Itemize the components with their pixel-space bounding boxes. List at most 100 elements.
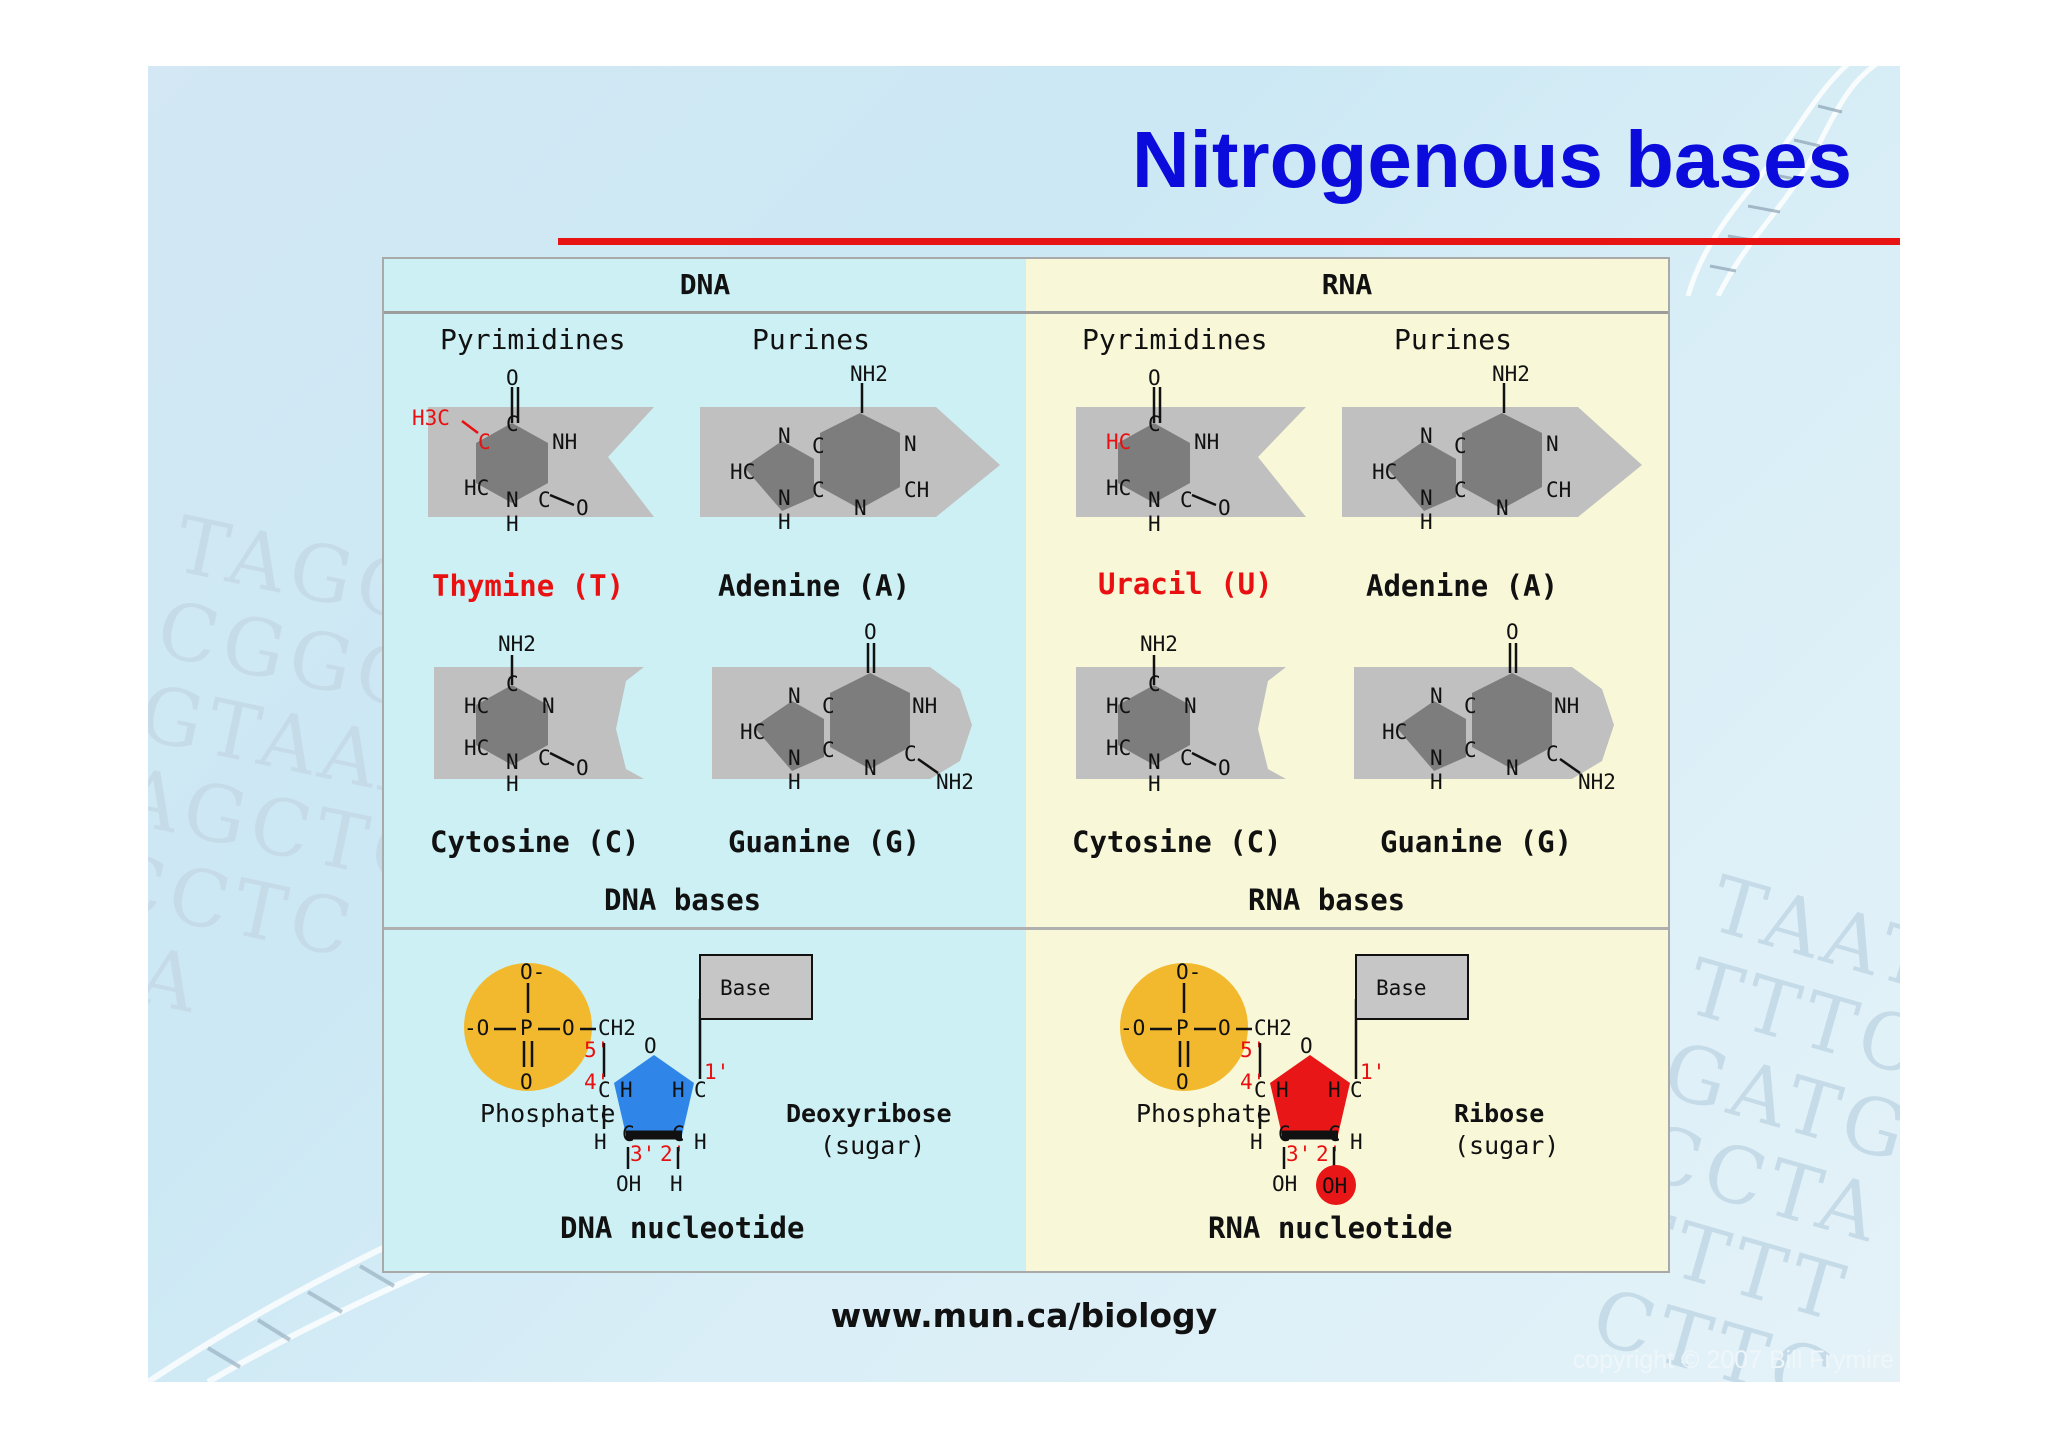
thymine-structure: O C NH C O N H HC C H3C bbox=[412, 366, 654, 536]
dna-bases-caption: DNA bases bbox=[604, 883, 762, 917]
svg-text:H: H bbox=[1420, 510, 1433, 534]
dna-adenine-label: Adenine (A) bbox=[718, 569, 911, 603]
svg-text:4': 4' bbox=[584, 1070, 609, 1094]
svg-text:C: C bbox=[538, 488, 551, 512]
dna-guanine-label: Guanine (G) bbox=[728, 825, 921, 859]
rna-purines-label: Purines bbox=[1394, 323, 1513, 356]
svg-text:C: C bbox=[622, 1122, 635, 1146]
svg-text:C: C bbox=[506, 672, 519, 696]
svg-text:C: C bbox=[822, 694, 835, 718]
slide-title: Nitrogenous bases bbox=[1131, 115, 1852, 204]
title-underline bbox=[558, 238, 1900, 245]
svg-text:-O: -O bbox=[464, 1016, 489, 1040]
svg-text:NH2: NH2 bbox=[498, 632, 536, 656]
svg-text:NH2: NH2 bbox=[1578, 770, 1616, 794]
svg-text:NH: NH bbox=[1194, 430, 1219, 454]
svg-text:C: C bbox=[1278, 1122, 1291, 1146]
svg-text:C: C bbox=[672, 1122, 685, 1146]
svg-text:H: H bbox=[1350, 1130, 1363, 1154]
svg-text:NH: NH bbox=[912, 694, 937, 718]
svg-text:Base: Base bbox=[1376, 976, 1427, 1000]
svg-text:N: N bbox=[506, 750, 519, 774]
svg-text:1': 1' bbox=[1360, 1060, 1385, 1084]
slide: TAGCT CGGGG GTAAAA AGCTC CCTC TA TAAT TT… bbox=[148, 66, 1900, 1382]
svg-text:2': 2' bbox=[1316, 1142, 1341, 1166]
svg-text:HC: HC bbox=[740, 720, 765, 744]
svg-text:C: C bbox=[1180, 746, 1193, 770]
svg-text:H: H bbox=[1276, 1078, 1289, 1102]
svg-text:C: C bbox=[1148, 672, 1161, 696]
svg-text:NH2: NH2 bbox=[1492, 362, 1530, 386]
svg-text:H: H bbox=[1148, 772, 1161, 796]
svg-text:O-: O- bbox=[520, 960, 545, 984]
rna-guanine-label: Guanine (G) bbox=[1380, 825, 1573, 859]
svg-text:N: N bbox=[542, 694, 555, 718]
svg-text:C: C bbox=[822, 738, 835, 762]
svg-text:CH: CH bbox=[904, 478, 929, 502]
svg-text:O: O bbox=[506, 366, 519, 390]
svg-text:C: C bbox=[812, 434, 825, 458]
svg-text:HC: HC bbox=[464, 736, 489, 760]
svg-text:H: H bbox=[506, 772, 519, 796]
copyright-watermark: copyright © 2007 Bill Frymire bbox=[1572, 1346, 1894, 1374]
svg-text:C: C bbox=[1546, 742, 1559, 766]
svg-text:NH2: NH2 bbox=[1140, 632, 1178, 656]
dna-cytosine-label: Cytosine (C) bbox=[430, 825, 640, 859]
rna-bases-caption: RNA bases bbox=[1248, 883, 1406, 917]
svg-text:4': 4' bbox=[1240, 1070, 1265, 1094]
dna-header: DNA bbox=[384, 259, 1026, 314]
svg-text:N: N bbox=[1496, 496, 1509, 520]
svg-text:N: N bbox=[854, 496, 867, 520]
thymine-label: Thymine (T) bbox=[432, 569, 625, 603]
svg-text:C: C bbox=[694, 1078, 707, 1102]
svg-text:H: H bbox=[594, 1130, 607, 1154]
svg-text:H: H bbox=[672, 1078, 685, 1102]
svg-text:5': 5' bbox=[584, 1038, 609, 1062]
rna-sugar-note: (sugar) bbox=[1454, 1131, 1560, 1160]
svg-text:H3C: H3C bbox=[412, 406, 450, 430]
svg-text:NH: NH bbox=[1554, 694, 1579, 718]
svg-text:C: C bbox=[538, 746, 551, 770]
svg-text:N: N bbox=[788, 684, 801, 708]
svg-text:N: N bbox=[1184, 694, 1197, 718]
svg-text:HC: HC bbox=[1106, 430, 1131, 454]
svg-text:N: N bbox=[1506, 756, 1519, 780]
svg-text:P: P bbox=[520, 1016, 533, 1040]
dna-nucleotide-caption: DNA nucleotide bbox=[560, 1211, 805, 1245]
svg-text:O: O bbox=[1218, 1016, 1231, 1040]
svg-text:HC: HC bbox=[464, 694, 489, 718]
svg-text:5': 5' bbox=[1240, 1038, 1265, 1062]
uracil-label: Uracil (U) bbox=[1098, 567, 1273, 601]
rna-pyrimidines-label: Pyrimidines bbox=[1082, 323, 1268, 356]
svg-text:H: H bbox=[670, 1172, 683, 1196]
svg-text:N: N bbox=[1430, 684, 1443, 708]
dna-adenine-structure: NH2 N C N HC CH C N H N bbox=[700, 362, 1000, 534]
svg-text:HC: HC bbox=[1382, 720, 1407, 744]
svg-text:C: C bbox=[1254, 1078, 1267, 1102]
dna-cytosine-structure: NH2 C N HC HC C O N H bbox=[434, 632, 644, 796]
svg-text:N: N bbox=[1546, 432, 1559, 456]
rna-cytosine-label: Cytosine (C) bbox=[1072, 825, 1282, 859]
svg-text:O: O bbox=[864, 620, 877, 644]
svg-text:N: N bbox=[904, 432, 917, 456]
rna-adenine-label: Adenine (A) bbox=[1366, 569, 1559, 603]
svg-text:CH: CH bbox=[1546, 478, 1571, 502]
svg-text:O-: O- bbox=[1176, 960, 1201, 984]
svg-text:NH2: NH2 bbox=[936, 770, 974, 794]
svg-text:3': 3' bbox=[1286, 1142, 1311, 1166]
svg-text:N: N bbox=[778, 486, 791, 510]
svg-text:OH: OH bbox=[1322, 1174, 1347, 1198]
svg-text:O: O bbox=[1300, 1034, 1313, 1058]
svg-text:C: C bbox=[506, 412, 519, 436]
helix-decoration-top bbox=[1685, 66, 1879, 296]
svg-text:C: C bbox=[904, 742, 917, 766]
uracil-structure: O C NH HC HC C O N H bbox=[1076, 366, 1306, 536]
ribose-label: Ribose bbox=[1454, 1099, 1545, 1128]
svg-text:O: O bbox=[1218, 756, 1231, 780]
svg-text:O: O bbox=[562, 1016, 575, 1040]
source-url: www.mun.ca/biology bbox=[830, 1296, 1218, 1335]
svg-text:-O: -O bbox=[1120, 1016, 1145, 1040]
svg-text:O: O bbox=[576, 756, 589, 780]
svg-text:C: C bbox=[1464, 738, 1477, 762]
rna-nucleotide-caption: RNA nucleotide bbox=[1208, 1211, 1453, 1245]
